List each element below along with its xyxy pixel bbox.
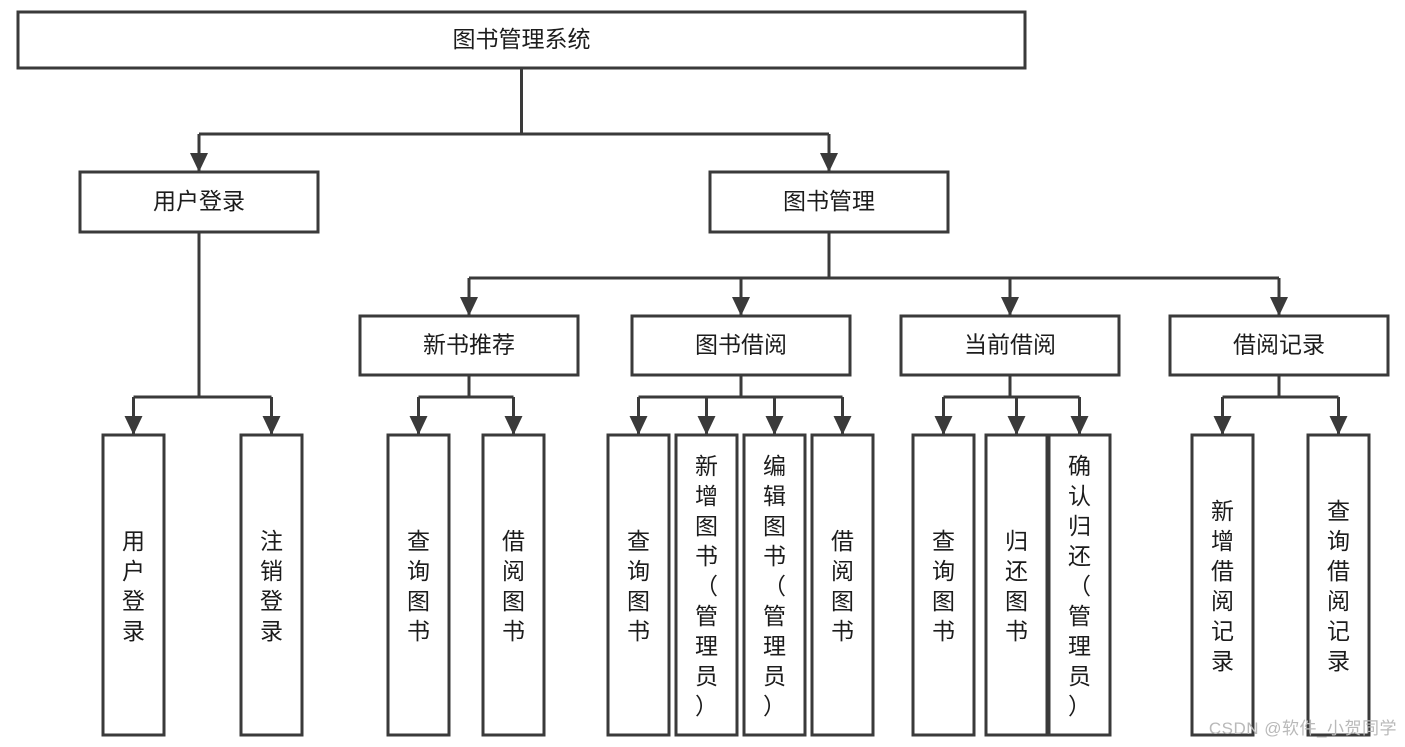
edge-arrow-head	[934, 416, 953, 435]
edge-arrow-head	[190, 153, 208, 172]
node-box-leaf-borrow-book-recommend	[481, 433, 546, 737]
edge-arrow-head	[460, 297, 478, 316]
node-leaf-edit-book-admin[interactable]: 编辑图书（管理员）	[742, 433, 807, 737]
node-box-leaf-return-book	[984, 433, 1049, 737]
edge-arrow-head	[124, 416, 143, 435]
edge-arrow-head	[629, 416, 648, 435]
node-box-leaf-logout	[239, 433, 304, 737]
node-leaf-logout[interactable]: 注销登录	[239, 433, 304, 737]
node-box-borrow-records	[1168, 314, 1390, 377]
node-box-user-login	[78, 170, 320, 234]
node-box-book-management	[708, 170, 950, 234]
node-leaf-query-borrow-record[interactable]: 查询借阅记录	[1306, 433, 1371, 737]
node-box-leaf-query-book-recommend	[386, 433, 451, 737]
node-label-leaf-query-book-recommend: 查询图书	[407, 528, 430, 644]
node-label-leaf-return-book: 归还图书	[1005, 528, 1028, 644]
node-box-new-book-recommend	[358, 314, 580, 377]
node-label-leaf-edit-book-admin: 编辑图书（管理员）	[763, 453, 786, 719]
node-box-leaf-confirm-return-admin	[1047, 433, 1112, 737]
node-leaf-borrow-book[interactable]: 借阅图书	[810, 433, 875, 737]
edge-arrow-head	[409, 416, 428, 435]
node-user-login[interactable]: 用户登录	[78, 170, 320, 234]
node-label-book-borrow: 图书借阅	[695, 332, 787, 358]
node-box-book-borrow	[630, 314, 852, 377]
node-box-leaf-query-book-borrow	[606, 433, 671, 737]
node-label-leaf-add-borrow-record: 新增借阅记录	[1211, 498, 1234, 674]
node-leaf-confirm-return-admin[interactable]: 确认归还（管理员）	[1047, 433, 1112, 737]
node-leaf-return-book[interactable]: 归还图书	[984, 433, 1049, 737]
edge-arrow-head	[820, 153, 838, 172]
node-box-leaf-borrow-book	[810, 433, 875, 737]
node-label-leaf-user-login: 用户登录	[122, 528, 145, 644]
node-label-leaf-confirm-return-admin: 确认归还（管理员）	[1068, 453, 1091, 719]
node-label-leaf-add-book-admin: 新增图书（管理员）	[695, 453, 718, 719]
node-box-leaf-user-login	[101, 433, 166, 737]
node-borrow-records[interactable]: 借阅记录	[1168, 314, 1390, 377]
edge-arrow-head	[732, 297, 750, 316]
node-box-current-borrow	[899, 314, 1121, 377]
edge-arrow-head	[765, 416, 784, 435]
edge-arrow-head	[1329, 416, 1348, 435]
node-box-leaf-query-borrow-record	[1306, 433, 1371, 737]
node-box-leaf-edit-book-admin	[742, 433, 807, 737]
node-label-leaf-query-book-current: 查询图书	[932, 528, 955, 644]
node-root[interactable]: 图书管理系统	[16, 10, 1027, 70]
node-leaf-query-book-recommend[interactable]: 查询图书	[386, 433, 451, 737]
node-label-root: 图书管理系统	[453, 26, 591, 52]
edge-arrow-head	[262, 416, 281, 435]
node-label-user-login: 用户登录	[153, 188, 245, 214]
node-label-leaf-borrow-book-recommend: 借阅图书	[502, 528, 525, 644]
edge-arrow-head	[833, 416, 852, 435]
node-leaf-borrow-book-recommend[interactable]: 借阅图书	[481, 433, 546, 737]
node-box-leaf-query-book-current	[911, 433, 976, 737]
node-leaf-query-book-current[interactable]: 查询图书	[911, 433, 976, 737]
node-current-borrow[interactable]: 当前借阅	[899, 314, 1121, 377]
edge-arrow-head	[1270, 297, 1288, 316]
node-label-leaf-logout: 注销登录	[260, 528, 283, 644]
edge-arrow-head	[697, 416, 716, 435]
node-label-borrow-records: 借阅记录	[1233, 332, 1325, 358]
node-label-leaf-borrow-book: 借阅图书	[831, 528, 854, 644]
node-box-leaf-add-book-admin	[674, 433, 739, 737]
edge-arrow-head	[1070, 416, 1089, 435]
node-book-borrow[interactable]: 图书借阅	[630, 314, 852, 377]
node-leaf-query-book-borrow[interactable]: 查询图书	[606, 433, 671, 737]
node-box-leaf-add-borrow-record	[1190, 433, 1255, 737]
node-label-leaf-query-borrow-record: 查询借阅记录	[1327, 498, 1350, 674]
node-label-book-management: 图书管理	[783, 188, 875, 214]
node-leaf-add-book-admin[interactable]: 新增图书（管理员）	[674, 433, 739, 737]
node-label-current-borrow: 当前借阅	[964, 332, 1056, 358]
node-leaf-add-borrow-record[interactable]: 新增借阅记录	[1190, 433, 1255, 737]
node-box-root	[16, 10, 1027, 70]
nodes-layer: 图书管理系统用户登录图书管理新书推荐图书借阅当前借阅借阅记录用户登录注销登录查询…	[16, 10, 1390, 737]
node-leaf-user-login[interactable]: 用户登录	[101, 433, 166, 737]
edges-layer	[124, 68, 1348, 435]
edge-arrow-head	[1001, 297, 1019, 316]
edge-arrow-head	[1213, 416, 1232, 435]
edge-arrow-head	[1007, 416, 1026, 435]
edge-arrow-head	[504, 416, 523, 435]
node-label-leaf-query-book-borrow: 查询图书	[627, 528, 650, 644]
node-book-management[interactable]: 图书管理	[708, 170, 950, 234]
node-new-book-recommend[interactable]: 新书推荐	[358, 314, 580, 377]
node-label-new-book-recommend: 新书推荐	[423, 332, 515, 358]
